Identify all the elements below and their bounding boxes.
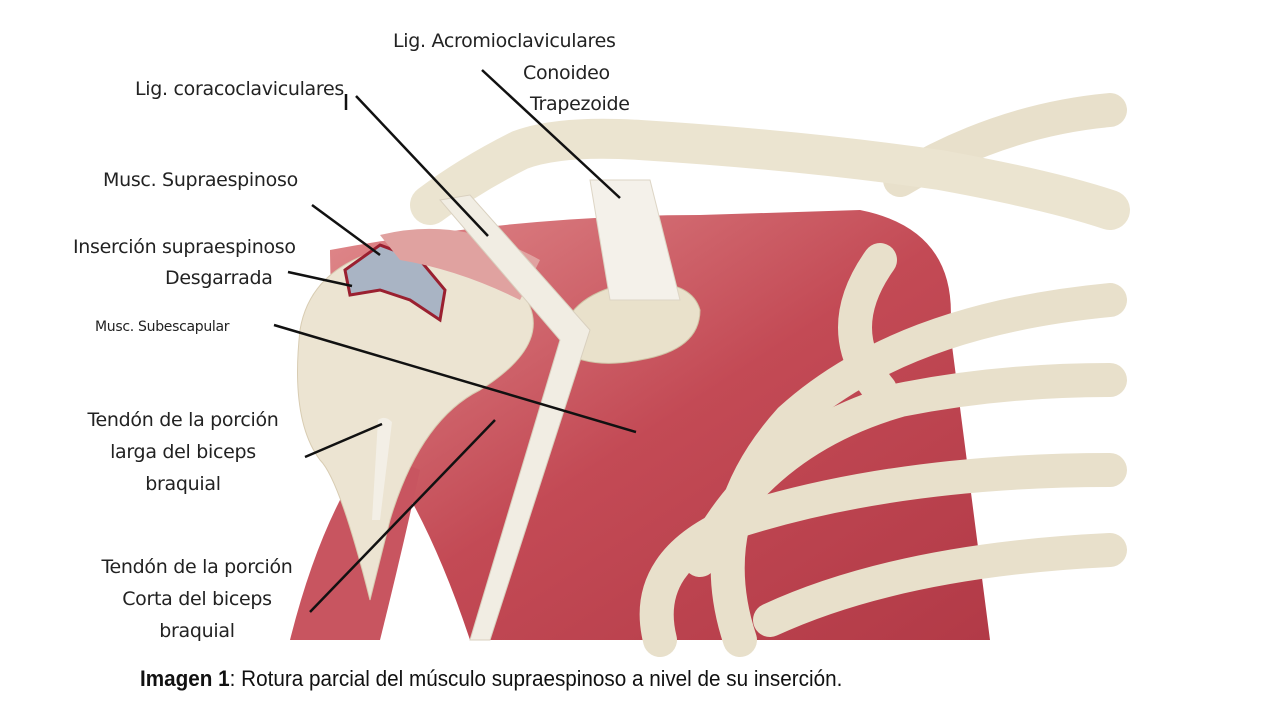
label-insercion: Inserción supraespinoso xyxy=(73,236,296,258)
label-line: larga del biceps xyxy=(110,441,256,463)
caption-prefix: Imagen 1 xyxy=(140,666,230,691)
clavicle-bone xyxy=(410,118,1130,230)
label-tendon-corta: Tendón de la porción Corta del biceps br… xyxy=(87,552,307,646)
label-line: Corta del biceps xyxy=(122,588,272,610)
label-trapezoide: Trapezoide xyxy=(530,93,630,115)
label-desgarrada: Desgarrada xyxy=(165,267,273,289)
label-coracoclavicular: Lig. coracoclaviculares xyxy=(135,78,344,100)
shoulder-anatomy-illustration xyxy=(273,0,1280,660)
label-tendon-larga: Tendón de la porción larga del biceps br… xyxy=(73,405,293,499)
label-line: braquial xyxy=(159,620,235,642)
biceps-long-tendon xyxy=(372,417,392,520)
figure-caption: Imagen 1: Rotura parcial del músculo sup… xyxy=(140,666,842,692)
label-acromioclavicular: Lig. Acromioclaviculares xyxy=(393,30,616,52)
caption-text: : Rotura parcial del músculo supraespino… xyxy=(229,666,843,691)
label-line: Tendón de la porción xyxy=(101,556,293,578)
leader-lines xyxy=(273,69,637,613)
label-line: Tendón de la porción xyxy=(87,409,279,431)
label-supraespinoso: Musc. Supraespinoso xyxy=(103,169,298,191)
coracoid-process xyxy=(559,282,701,364)
biceps-short-tendon xyxy=(439,194,591,641)
label-line: braquial xyxy=(145,473,221,495)
coracoclavicular-ligament xyxy=(589,179,681,301)
label-subescapular: Musc. Subescapular xyxy=(95,319,230,335)
label-conoideo: Conoideo xyxy=(523,62,610,84)
